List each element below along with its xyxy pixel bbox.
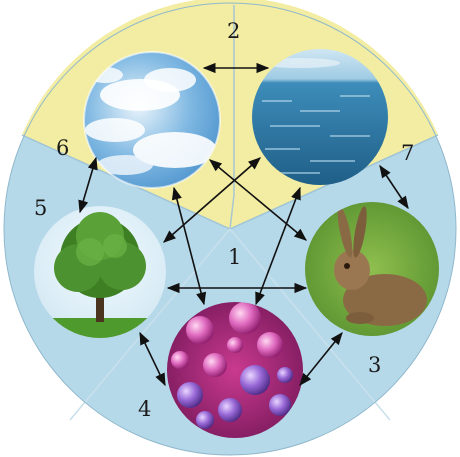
microorganisms-icon xyxy=(167,302,303,438)
label-4: 4 xyxy=(138,397,151,421)
label-7: 7 xyxy=(401,141,414,165)
sea-water-icon xyxy=(252,49,388,185)
label-3: 3 xyxy=(368,353,381,377)
label-1: 1 xyxy=(228,245,241,269)
label-5: 5 xyxy=(34,196,47,220)
label-2: 2 xyxy=(227,19,240,43)
clouds-in-sky-icon xyxy=(84,52,220,188)
hare-icon xyxy=(305,202,439,336)
label-6: 6 xyxy=(56,136,69,160)
